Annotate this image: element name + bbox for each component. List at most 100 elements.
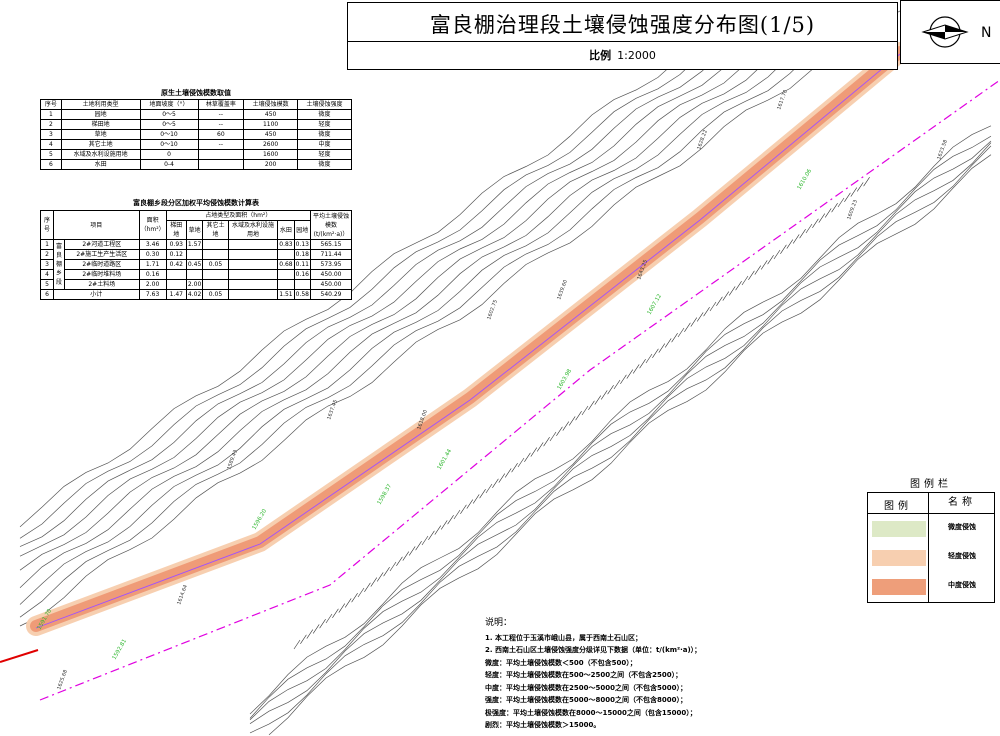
t2-sub-header: 其它土地 [202, 220, 229, 240]
terrain-contours [19, 4, 992, 736]
table-cell: 1600 [243, 149, 299, 160]
table-cell: 0.18 [293, 249, 312, 260]
hatch-mark [524, 452, 531, 462]
hatch-mark [562, 421, 570, 431]
t2-h-group: 占地类型及面积（hm²） [165, 210, 312, 221]
table-cell: 0.45 [185, 259, 204, 270]
project-boundary-line [39, 79, 1000, 701]
contour-line [19, 10, 901, 627]
table-cell: 711.44 [310, 249, 352, 260]
hatch-mark [792, 234, 800, 244]
notes-lines: 1. 本工程位于玉溪市峨山县，属于西南土石山区；2. 西南土石山区土壤侵蚀强度分… [485, 632, 725, 732]
hatch-mark [588, 400, 595, 410]
hatch-mark [645, 353, 653, 364]
legend-row: 轻度侵蚀 [868, 542, 994, 571]
table-cell [185, 269, 204, 280]
table-cell: 0.12 [165, 249, 187, 260]
hatch-mark [364, 582, 371, 592]
hatch-mark [344, 598, 352, 608]
note-line: 中度：平均土壤侵蚀模数在2500～5000之间（不包含5000）； [485, 683, 687, 692]
legend-row: 中度侵蚀 [868, 571, 994, 600]
hatch-mark [626, 369, 634, 379]
legend-col-name: 名称 [928, 493, 995, 513]
t2-sub-header: 园地 [293, 220, 312, 240]
table-cell: 1 [40, 239, 54, 250]
legend-row: 微度侵蚀 [868, 513, 994, 542]
table-cell: -- [197, 119, 245, 130]
table-cell: 草地 [60, 129, 141, 140]
table-cell: 微度 [297, 109, 352, 120]
hatch-mark [575, 411, 582, 421]
table-cell: 0～5 [139, 119, 199, 130]
hatch-mark [850, 187, 858, 197]
table-cell: 5 [40, 149, 62, 160]
contour-line [19, 13, 747, 528]
hatch-mark [664, 338, 672, 348]
table-cell: 5 [40, 279, 54, 290]
legend-box: 图例 名称 微度侵蚀轻度侵蚀中度侵蚀 [867, 492, 995, 603]
legend-swatch [872, 579, 926, 595]
hatch-mark [325, 613, 333, 624]
table-cell: 3.46 [138, 239, 167, 250]
hatch-mark [376, 572, 384, 582]
table-cell: 0.42 [165, 259, 187, 270]
hatch-mark [632, 364, 640, 374]
north-letter: N [981, 25, 991, 41]
table-cell: 450.00 [310, 279, 352, 290]
table-cell [277, 249, 295, 260]
table-cell: 565.15 [310, 239, 352, 250]
table-cell: 2#河道工程区 [64, 239, 140, 250]
table-cell: 0 [139, 149, 199, 160]
table-cell: 200 [243, 159, 299, 170]
hatch-mark [312, 624, 320, 634]
table-cell [202, 279, 229, 290]
table-cell: 水田 [60, 159, 141, 170]
table-cell: 微度 [297, 129, 352, 140]
contour-line [249, 142, 992, 724]
title-divider [348, 41, 897, 42]
table-cell: 1.47 [165, 289, 187, 300]
legend-divider [928, 513, 929, 602]
hatch-mark [568, 416, 576, 426]
north-arrow-box: N [900, 0, 1000, 64]
hatch-mark [594, 395, 602, 405]
hatch-mark [696, 312, 704, 322]
hatch-mark [479, 489, 486, 499]
table-cell: 微度 [297, 159, 352, 170]
north-arrow-icon: N [921, 16, 991, 48]
hatch-mark [543, 437, 550, 447]
hatch-mark [639, 359, 646, 369]
hatch-mark [741, 275, 749, 286]
table-cell [165, 279, 187, 290]
legend-swatch [872, 521, 926, 537]
hatch-mark [402, 551, 410, 561]
note-line: 微度：平均土壤侵蚀模数＜500（不包含500）； [485, 658, 637, 667]
contour-line [249, 125, 992, 715]
table-cell: 3 [40, 129, 62, 140]
table-cell: 梯田地 [60, 119, 141, 130]
table-cell: 4 [40, 139, 62, 150]
hatch-mark [319, 619, 326, 629]
hatch-mark [600, 390, 608, 400]
table-cell: 2.00 [138, 279, 167, 290]
table-cell: 0.68 [277, 259, 295, 270]
t1-header-cell: 林草覆盖率 [197, 99, 245, 110]
hatch-mark [306, 629, 314, 639]
table-cell: 2#临时堆料场 [64, 269, 140, 280]
hatch-mark [760, 260, 768, 270]
table-cell: 中度 [297, 139, 352, 150]
hatch-mark [620, 374, 627, 384]
table-cell: 0.30 [138, 249, 167, 260]
t1-header-cell: 土壤侵蚀强度 [297, 99, 352, 110]
table-cell: 60 [197, 129, 245, 140]
hatch-mark [690, 317, 698, 327]
legend-title: 图例栏 [910, 479, 952, 490]
table-cell: 2 [40, 119, 62, 130]
hatch-mark [408, 546, 416, 556]
